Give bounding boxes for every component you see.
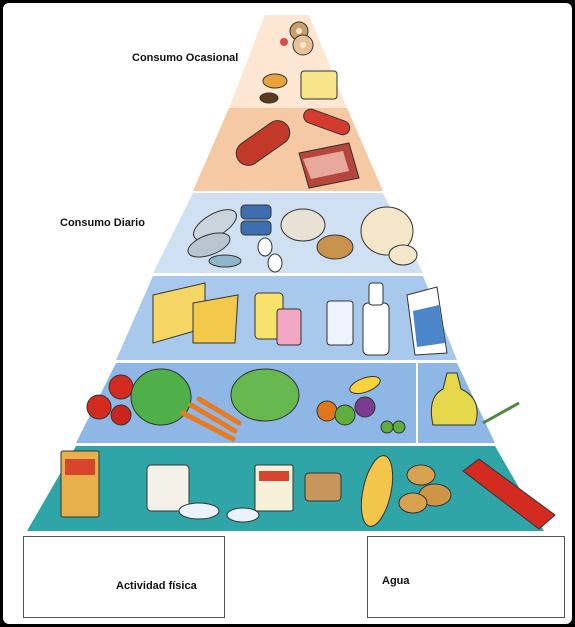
label-occasional: Consumo Ocasional: [132, 52, 239, 64]
fish-eggs-chicken-icon: [187, 204, 418, 273]
label-daily: Consumo Diario: [60, 217, 145, 229]
activity-box: [23, 536, 225, 618]
label-activity: Actividad física: [116, 580, 197, 592]
cereals-icon: [60, 450, 556, 530]
sausage-meat-icon: [235, 108, 360, 189]
dairy-icon: [152, 282, 448, 356]
sweets-icon: [259, 21, 338, 104]
vegetables-fruit-icon: [86, 368, 520, 442]
food-pyramid-image: Consumo Ocasional Consumo Diario Activid…: [3, 3, 572, 624]
water-box: [367, 536, 565, 618]
label-water: Agua: [382, 575, 410, 587]
pyramid-diagram: [27, 15, 560, 612]
